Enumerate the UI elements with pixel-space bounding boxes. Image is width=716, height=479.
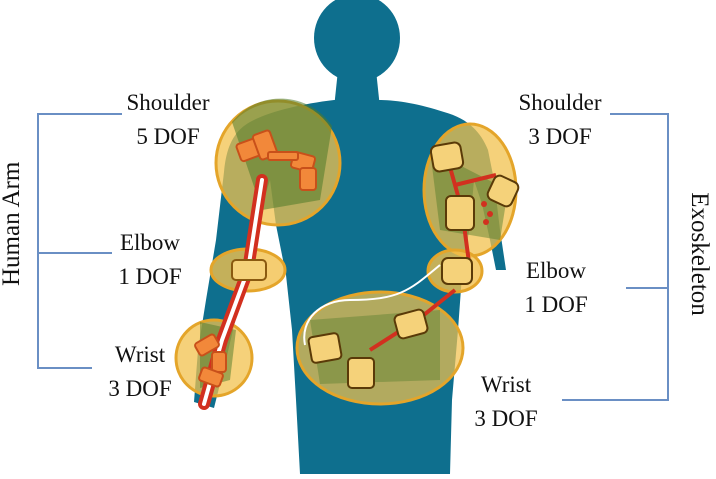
- human-wrist-name: Wrist: [114, 342, 166, 367]
- exo-wrist-label: Wrist 3 DOF: [456, 370, 556, 434]
- exo-elbow-dof: 1 DOF: [524, 292, 588, 317]
- human-shoulder-highlight: [214, 98, 342, 227]
- human-arm-title: Human Arm: [0, 161, 25, 286]
- exo-shoulder-label: Shoulder 3 DOF: [500, 88, 620, 152]
- human-shoulder-dof: 5 DOF: [136, 124, 200, 149]
- exoskeleton-title: Exoskeleton: [686, 192, 713, 316]
- exo-shoulder-name: Shoulder: [518, 90, 602, 115]
- exo-dots: [481, 201, 493, 225]
- human-shoulder-name: Shoulder: [126, 90, 210, 115]
- human-elbow-name: Elbow: [119, 230, 181, 255]
- exo-actuators: [307, 141, 520, 389]
- human-wrist-label: Wrist 3 DOF: [80, 340, 200, 404]
- left-bracket: [37, 113, 122, 369]
- human-elbow-joint: [231, 259, 267, 281]
- human-wrist-joints: [194, 333, 227, 388]
- human-elbow-label: Elbow 1 DOF: [95, 228, 205, 292]
- human-wrist-dof: 3 DOF: [108, 376, 172, 401]
- exo-wrist-dof: 3 DOF: [474, 406, 538, 431]
- human-elbow-dof: 1 DOF: [118, 264, 182, 289]
- exo-elbow-name: Elbow: [525, 258, 587, 283]
- right-bracket: [562, 113, 669, 401]
- exo-shoulder-dof: 3 DOF: [528, 124, 592, 149]
- human-shoulder-label: Shoulder 5 DOF: [108, 88, 228, 152]
- human-shoulder-joints: [235, 129, 317, 191]
- exo-wrist-name: Wrist: [480, 372, 532, 397]
- exo-cable: [303, 264, 441, 346]
- exo-elbow-label: Elbow 1 DOF: [506, 256, 606, 320]
